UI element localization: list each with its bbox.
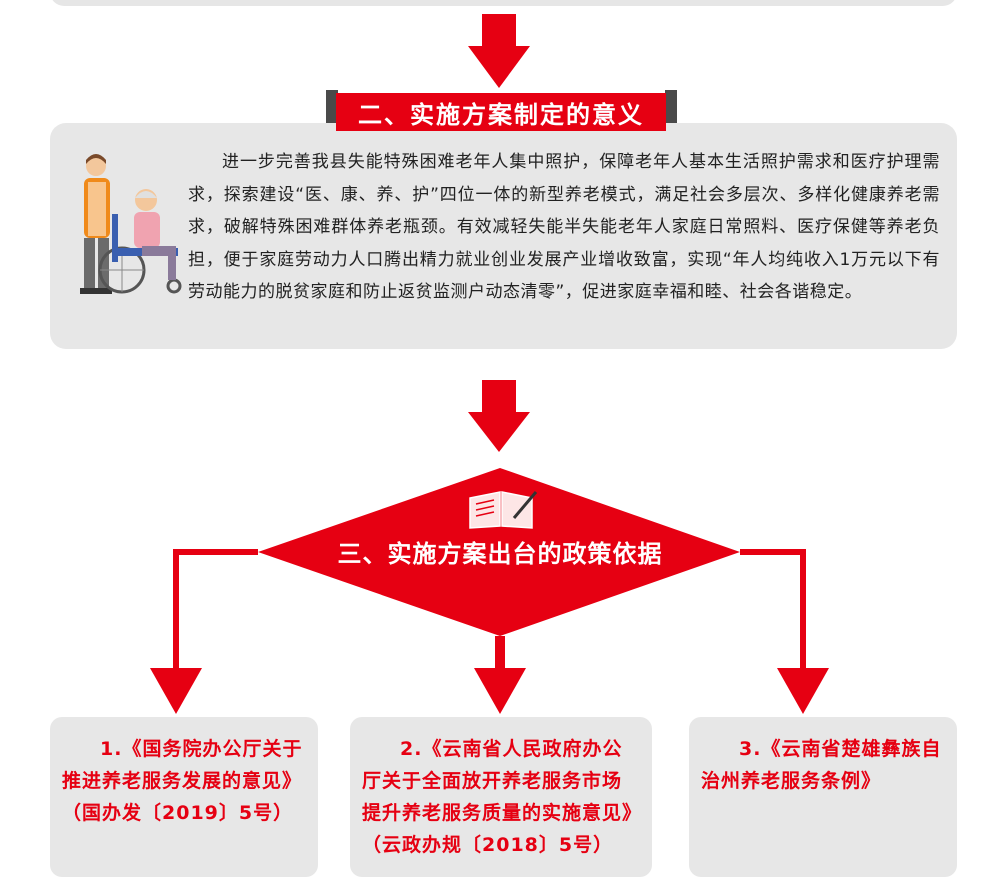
- book-pen-icon: [469, 491, 538, 529]
- policy-card-2: 2.《云南省人民政府办公厅关于全面放开养老服务市场提升养老服务质量的实施意见》（…: [350, 717, 652, 877]
- section-title-meaning: 二、实施方案制定的意义: [336, 93, 666, 131]
- section-title-policy-basis: 三、实施方案出台的政策依据: [337, 540, 663, 568]
- down-arrow-icon: [468, 380, 530, 452]
- previous-section-panel: [50, 0, 957, 6]
- down-arrow-icon: [468, 14, 530, 88]
- policy-diamond: [258, 468, 740, 636]
- down-arrow-icon: [150, 668, 202, 714]
- policy-card-1: 1.《国务院办公厅关于推进养老服务发展的意见》（国办发〔2019〕5号）: [50, 717, 318, 877]
- meaning-body-text: 进一步完善我县失能特殊困难老年人集中照护，保障老年人基本生活照护需求和医疗护理需…: [188, 152, 940, 302]
- policy-card-3: 3.《云南省楚雄彝族自治州养老服务条例》: [689, 717, 957, 877]
- meaning-panel: [50, 123, 957, 349]
- caregiver-wheelchair-icon: [80, 154, 182, 294]
- down-arrow-icon: [474, 668, 526, 714]
- down-arrow-icon: [777, 668, 829, 714]
